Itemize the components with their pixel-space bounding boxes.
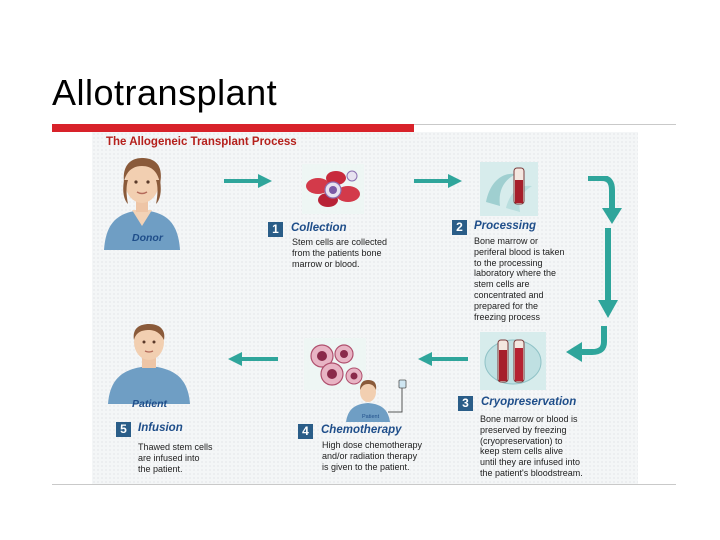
step-number-badge: 5 [116,422,131,437]
figure-title: The Allogeneic Transplant Process [106,136,297,148]
step-number-badge: 4 [298,424,313,439]
slide-title: Allotransplant [52,72,278,113]
left-arrow-icon [418,352,468,366]
left-arrow-icon [228,352,278,366]
step-title-cryopreservation: Cryopreservation [481,396,577,408]
step-desc-processing: Bone marrow or periferal blood is taken … [474,236,565,322]
step-title-infusion: Infusion [138,422,183,434]
right-arrow-icon [414,174,462,188]
step-title-chemotherapy: Chemotherapy [321,424,402,436]
donor-figure-icon [104,158,180,250]
lab-tube-icon [480,162,538,216]
blood-cells-icon [302,164,364,214]
stem-cells-icon [304,338,366,390]
patient-iv-icon [346,379,407,422]
transplant-process-figure: The Allogeneic Transplant Process Donor [92,132,638,484]
step-title-collection: Collection [291,222,347,234]
step-number-badge: 2 [452,220,467,235]
bottom-divider-line [52,484,676,485]
step-desc-cryopreservation: Bone marrow or blood is preserved by fre… [480,414,583,478]
curved-down-arrow-icon [588,176,622,224]
step-desc-infusion: Thawed stem cells are infused into the p… [138,442,213,474]
step-desc-collection: Stem cells are collected from the patien… [292,237,388,269]
title-accent-bar [52,124,414,132]
title-divider-line [414,124,676,125]
step-number-badge: 3 [458,396,473,411]
step-desc-chemotherapy: High dose chemotherapy and/or radiation … [322,440,423,472]
step-title-processing: Processing [474,220,536,232]
donor-label: Donor [132,232,163,244]
patient-label: Patient [132,398,168,410]
down-arrow-icon [598,228,618,318]
small-patient-label: Patient [362,414,380,420]
frozen-blood-bag-icon [480,332,546,390]
step-number-badge: 1 [268,222,283,237]
patient-figure-icon [108,324,190,404]
curved-left-arrow-icon [566,326,607,362]
right-arrow-icon [224,174,272,188]
